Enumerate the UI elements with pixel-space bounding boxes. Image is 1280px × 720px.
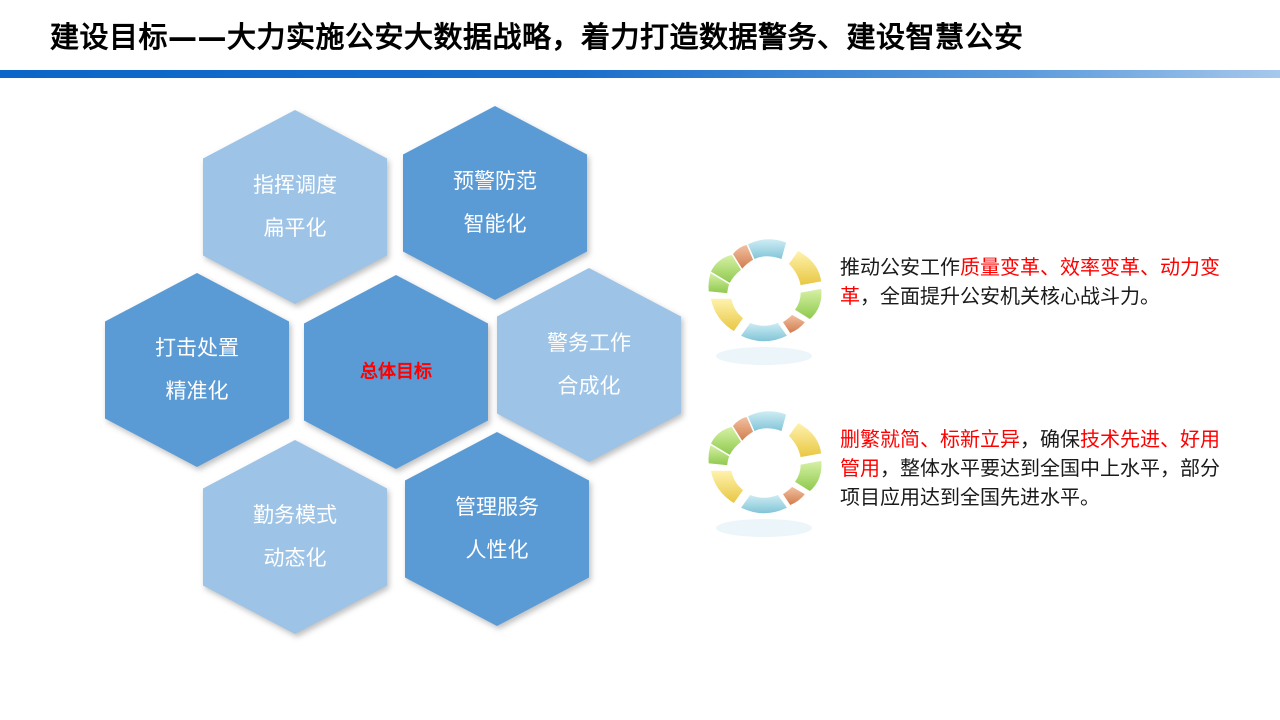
hex-line1: 警务工作 (547, 331, 631, 355)
goal-highlight: 技术先进、好用管用 (840, 427, 1220, 480)
hex-line2: 动态化 (263, 546, 327, 570)
hex-strike-handling: 打击处置精准化 (105, 273, 289, 467)
hex-line1: 管理服务 (455, 495, 539, 519)
hex-duty-mode: 勤务模式动态化 (203, 440, 387, 634)
hex-line1: 勤务模式 (253, 503, 337, 527)
hex-overall-goal: 总体目标 (304, 275, 488, 469)
goal-text: 推动公安工作 (840, 255, 960, 279)
hex-line2: 扁平化 (263, 216, 327, 240)
segmented-ring-icon (707, 409, 823, 537)
goal-text: ，整体水平要达到全国中上水平，部分项目应用达到全国先进水平。 (840, 456, 1220, 509)
goal-description-2: 删繁就简、标新立异，确保技术先进、好用管用，整体水平要达到全国中上水平，部分项目… (840, 425, 1220, 512)
goal-highlight: 质量变革、效率变革、动力变革 (840, 255, 1220, 308)
hex-line1: 指挥调度 (253, 173, 337, 197)
goal-description-1: 推动公安工作质量变革、效率变革、动力变革，全面提升公安机关核心战斗力。 (840, 253, 1220, 311)
hex-line2: 人性化 (465, 538, 529, 562)
segmented-ring-icon (707, 237, 823, 365)
hex-line1: 打击处置 (155, 336, 239, 360)
hex-center-label: 总体目标 (360, 361, 432, 383)
hex-line2: 合成化 (557, 374, 621, 398)
goal-highlight: 删繁就简、标新立异 (840, 427, 1020, 451)
hex-line2: 智能化 (463, 212, 527, 236)
hex-command-dispatch: 指挥调度扁平化 (203, 110, 387, 304)
hex-management-service: 管理服务人性化 (405, 432, 589, 626)
goal-text: ，确保 (1020, 427, 1080, 451)
goal-text: ，全面提升公安机关核心战斗力。 (860, 284, 1160, 308)
hex-early-warning: 预警防范智能化 (403, 106, 587, 300)
hex-line1: 预警防范 (453, 169, 537, 193)
page-title: 建设目标——大力实施公安大数据战略，着力打造数据警务、建设智慧公安 (50, 20, 1024, 54)
title-underline-bar (0, 70, 1280, 78)
hex-police-work: 警务工作合成化 (497, 268, 681, 462)
hex-line2: 精准化 (165, 379, 229, 403)
